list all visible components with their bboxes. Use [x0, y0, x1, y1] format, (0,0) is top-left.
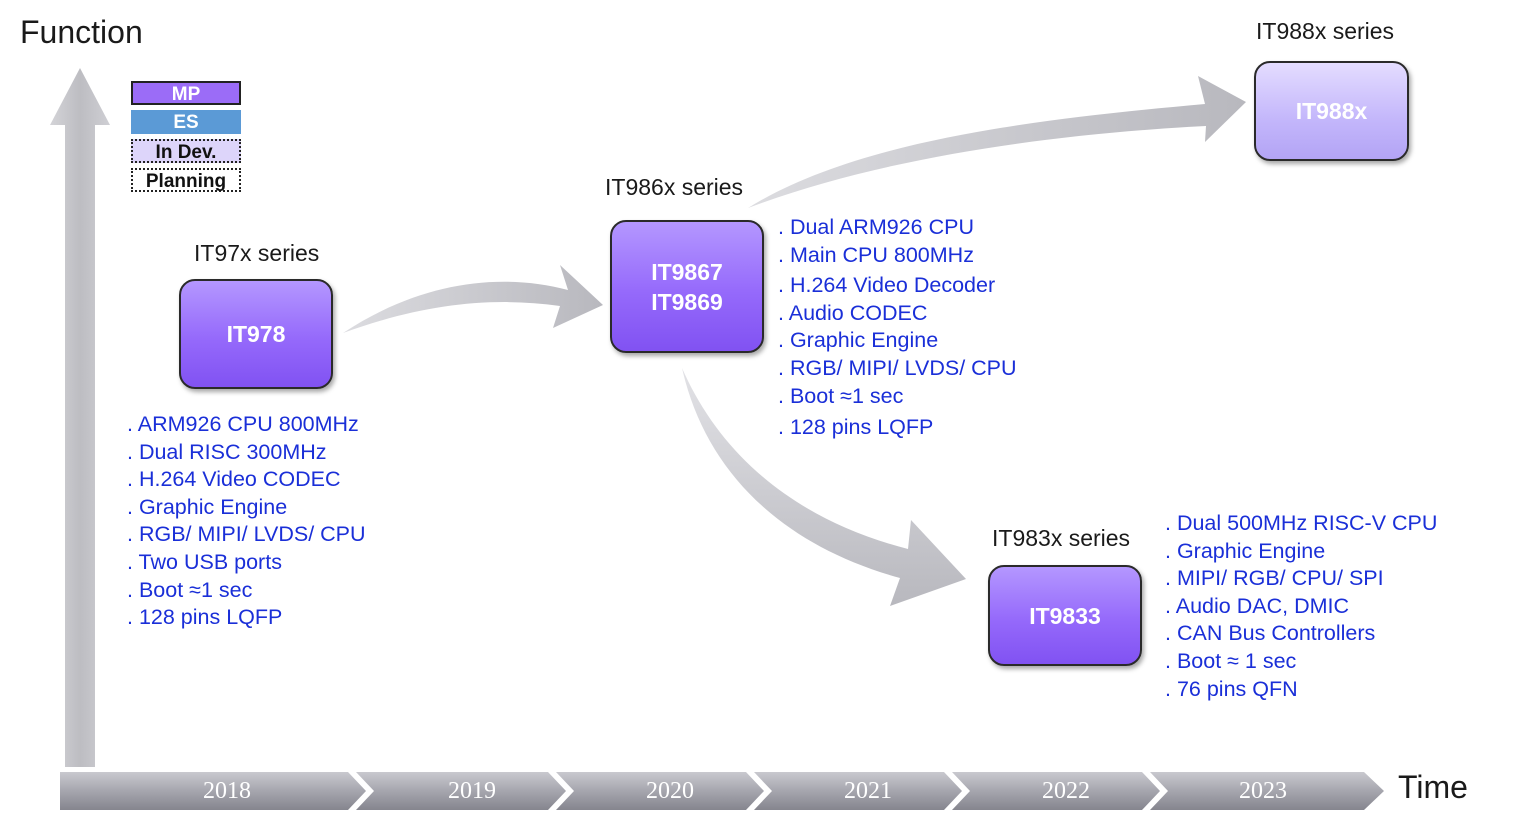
- chip-it9833: IT9833: [988, 565, 1142, 666]
- feature-item: . Graphic Engine: [1165, 538, 1326, 563]
- feature-item: . Main CPU 800MHz: [778, 242, 974, 267]
- chip-label: IT9833: [1029, 602, 1101, 629]
- feature-list-it986x: . Dual ARM926 CPU . Main CPU 800MHz . H.…: [778, 214, 1017, 442]
- feature-item: . Boot ≈1 sec: [127, 577, 253, 602]
- feature-item: . H.264 Video Decoder: [778, 273, 996, 298]
- function-axis-arrow: [50, 68, 110, 767]
- timeline-bar: [60, 772, 1384, 810]
- feature-item: . Dual ARM926 CPU: [778, 215, 974, 239]
- feature-item: . Audio CODEC: [778, 300, 928, 325]
- legend-es: ES: [131, 110, 241, 134]
- arrow-it986x-to-it983x: [682, 368, 966, 606]
- chip-it988x: IT988x: [1254, 61, 1409, 161]
- chip-label: IT988x: [1295, 98, 1368, 124]
- feature-item: . 128 pins LQFP: [778, 415, 934, 440]
- legend-in-dev: In Dev.: [131, 139, 241, 163]
- feature-list-it97x: . ARM926 CPU 800MHz . Dual RISC 300MHz .…: [127, 411, 366, 632]
- series-title-it983x: IT983x series: [992, 525, 1131, 551]
- feature-item: . Boot ≈1 sec: [778, 383, 904, 408]
- feature-item: . Graphic Engine: [778, 328, 939, 353]
- chip-label: IT9867: [651, 258, 723, 285]
- year-label: 2021: [844, 778, 892, 804]
- arrow-it986x-to-it988x: [748, 76, 1246, 208]
- feature-item: . RGB/ MIPI/ LVDS/ CPU: [778, 355, 1017, 380]
- feature-item: . CAN Bus Controllers: [1165, 621, 1376, 646]
- feature-item: . 128 pins LQFP: [127, 605, 283, 630]
- series-title-it97x: IT97x series: [194, 240, 320, 266]
- feature-item: . MIPI/ RGB/ CPU/ SPI: [1165, 566, 1384, 591]
- feature-item: . RGB/ MIPI/ LVDS/ CPU: [127, 522, 366, 547]
- feature-item: . ARM926 CPU 800MHz: [127, 412, 359, 436]
- feature-list-it983x: . Dual 500MHz RISC-V CPU . Graphic Engin…: [1165, 510, 1437, 703]
- feature-item: . Boot ≈ 1 sec: [1165, 648, 1297, 673]
- series-title-it986x: IT986x series: [605, 174, 744, 200]
- chip-label: IT9869: [651, 288, 723, 315]
- legend-mp: MP: [131, 81, 241, 105]
- feature-item: . H.264 Video CODEC: [127, 467, 341, 492]
- x-axis-label: Time: [1398, 769, 1468, 805]
- series-title-it988x: IT988x series: [1256, 18, 1395, 44]
- arrow-it97x-to-it986x: [343, 265, 603, 333]
- year-label: 2022: [1042, 778, 1090, 804]
- year-label: 2019: [448, 778, 496, 804]
- feature-item: . Audio DAC, DMIC: [1165, 593, 1349, 618]
- feature-item: . Dual RISC 300MHz: [127, 439, 327, 464]
- year-label: 2018: [203, 778, 251, 804]
- legend-planning: Planning: [131, 168, 241, 192]
- chip-label: IT978: [226, 321, 286, 347]
- feature-item: . Graphic Engine: [127, 494, 288, 519]
- feature-item: . Dual 500MHz RISC-V CPU: [1165, 511, 1438, 535]
- year-label: 2023: [1239, 778, 1287, 804]
- chip-it9867-it9869: IT9867 IT9869: [610, 220, 764, 353]
- chip-it978: IT978: [179, 279, 333, 389]
- feature-item: . 76 pins QFN: [1165, 676, 1298, 701]
- y-axis-label: Function: [20, 14, 143, 50]
- year-label: 2020: [646, 778, 694, 804]
- feature-item: . Two USB ports: [127, 549, 282, 574]
